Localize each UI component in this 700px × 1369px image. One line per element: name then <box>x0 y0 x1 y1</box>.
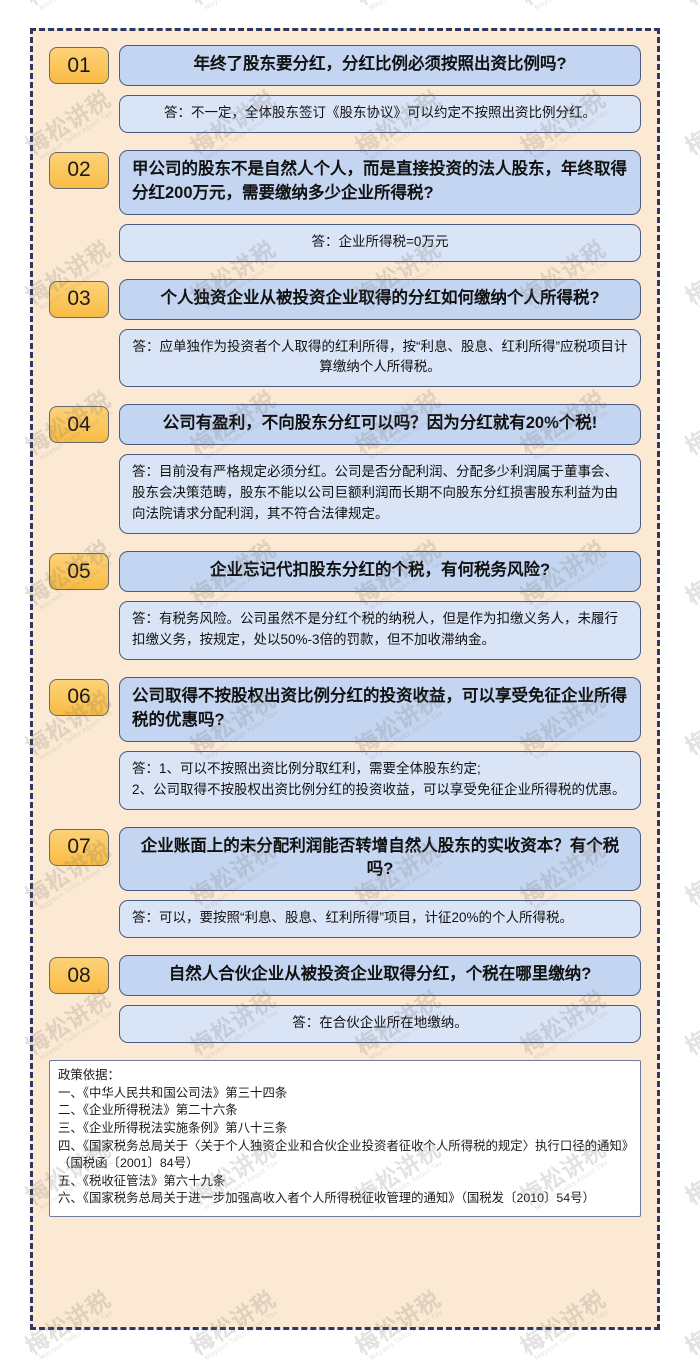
qa-block: 08 自然人合伙企业从被投资企业取得分红，个税在哪里缴纳? 答：在合伙企业所在地… <box>49 955 641 1044</box>
qa-block: 05 企业忘记代扣股东分红的个税，有何税务风险? 答：有税务风险。公司虽然不是分… <box>49 551 641 660</box>
item-number-badge: 07 <box>49 828 109 866</box>
qa-block: 02 甲公司的股东不是自然人个人，而是直接投资的法人股东，年终取得分红200万元… <box>49 149 641 262</box>
answer-box: 答：企业所得税=0万元 <box>119 223 641 262</box>
answer-box: 答：目前没有严格规定必须分红。公司是否分配利润、分配多少利润属于董事会、股东会决… <box>119 454 641 535</box>
question-box: 年终了股东要分红，分红比例必须按照出资比例吗? <box>119 45 641 86</box>
item-number-badge: 08 <box>49 957 109 995</box>
qa-block: 04 公司有盈利，不向股东分红可以吗？因为分红就有20%个税! 答：目前没有严格… <box>49 404 641 535</box>
answer-box: 答：可以，要按照“利息、股息、红利所得”项目，计征20%的个人所得税。 <box>119 900 641 939</box>
answer-box: 答：应单独作为投资者个人取得的红利所得，按“利息、股息、红利所得”应税项目计算缴… <box>119 328 641 388</box>
answer-line: 答：企业所得税=0万元 <box>311 233 449 249</box>
qa-header: 03 个人独资企业从被投资企业取得的分红如何缴纳个人所得税? <box>49 278 641 320</box>
qa-header: 04 公司有盈利，不向股东分红可以吗？因为分红就有20%个税! <box>49 404 641 446</box>
qa-block: 07 企业账面上的未分配利润能否转增自然人股东的实收资本？有个税吗? 答：可以，… <box>49 826 641 939</box>
policy-line: 一、《中华人民共和国公司法》第三十四条 <box>58 1085 288 1100</box>
answer-line: 答：有税务风险。公司虽然不是分红个税的纳税人，但是作为扣缴义务人，未履行扣缴义务… <box>132 610 618 647</box>
answer-box: 答：有税务风险。公司虽然不是分红个税的纳税人，但是作为扣缴义务人，未履行扣缴义务… <box>119 600 641 660</box>
question-box: 公司有盈利，不向股东分红可以吗？因为分红就有20%个税! <box>119 404 641 446</box>
question-box: 企业账面上的未分配利润能否转增自然人股东的实收资本？有个税吗? <box>119 826 641 892</box>
answer-line: 答：可以，要按照“利息、股息、红利所得”项目，计征20%的个人所得税。 <box>132 910 574 926</box>
item-number-badge: 01 <box>49 47 109 84</box>
policy-line: 六、《国家税务总局关于进一步加强高收入者个人所得税征收管理的通知》（国税发〔20… <box>58 1191 595 1206</box>
question-box: 个人独资企业从被投资企业取得的分红如何缴纳个人所得税? <box>119 278 641 320</box>
policy-line: 二、《企业所得税法》第二十六条 <box>58 1103 238 1118</box>
item-number-badge: 03 <box>49 280 109 318</box>
answer-line: 答：1、可以不按照出资比例分取红利，需要全体股东约定; <box>132 760 481 776</box>
item-number-badge: 02 <box>49 151 109 189</box>
answer-line: 答：目前没有严格规定必须分红。公司是否分配利润、分配多少利润属于董事会、股东会决… <box>132 464 618 522</box>
answer-line: 答：在合伙企业所在地缴纳。 <box>292 1015 468 1031</box>
qa-header: 06 公司取得不按股权出资比例分红的投资收益，可以享受免征企业所得税的优惠吗? <box>49 676 641 742</box>
policy-line: 三、《企业所得税法实施条例》第八十三条 <box>58 1120 288 1135</box>
answer-box: 答：1、可以不按照出资比例分取红利，需要全体股东约定; 2、公司取得不按股权出资… <box>119 750 641 810</box>
answer-line: 2、公司取得不按股权出资比例分红的投资收益，可以享受免征企业所得税的优惠。 <box>132 781 626 797</box>
policy-basis-box: 政策依据： 一、《中华人民共和国公司法》第三十四条 二、《企业所得税法》第二十六… <box>49 1060 641 1217</box>
answer-box: 答：在合伙企业所在地缴纳。 <box>119 1005 641 1044</box>
item-number-badge: 05 <box>49 553 109 591</box>
question-box: 公司取得不按股权出资比例分红的投资收益，可以享受免征企业所得税的优惠吗? <box>119 676 641 742</box>
poster-container: 01 年终了股东要分红，分红比例必须按照出资比例吗? 答：不一定，全体股东签订《… <box>30 28 660 1330</box>
qa-header: 02 甲公司的股东不是自然人个人，而是直接投资的法人股东，年终取得分红200万元… <box>49 149 641 215</box>
answer-line: 答：应单独作为投资者个人取得的红利所得，按“利息、股息、红利所得”应税项目计算缴… <box>132 338 628 375</box>
item-number-badge: 06 <box>49 678 109 716</box>
answer-box: 答：不一定，全体股东签订《股东协议》可以约定不按照出资比例分红。 <box>119 94 641 133</box>
question-box: 企业忘记代扣股东分红的个税，有何税务风险? <box>119 551 641 592</box>
qa-header: 07 企业账面上的未分配利润能否转增自然人股东的实收资本？有个税吗? <box>49 826 641 892</box>
question-box: 甲公司的股东不是自然人个人，而是直接投资的法人股东，年终取得分红200万元，需要… <box>119 149 641 215</box>
qa-header: 01 年终了股东要分红，分红比例必须按照出资比例吗? <box>49 45 641 86</box>
policy-title: 政策依据： <box>58 1068 120 1083</box>
qa-block: 03 个人独资企业从被投资企业取得的分红如何缴纳个人所得税? 答：应单独作为投资… <box>49 278 641 388</box>
qa-header: 08 自然人合伙企业从被投资企业取得分红，个税在哪里缴纳? <box>49 955 641 997</box>
question-box: 自然人合伙企业从被投资企业取得分红，个税在哪里缴纳? <box>119 955 641 997</box>
item-number-badge: 04 <box>49 406 109 444</box>
answer-line: 答：不一定，全体股东签订《股东协议》可以约定不按照出资比例分红。 <box>164 104 596 120</box>
policy-line: 五、《税收征管法》第六十九条 <box>58 1173 226 1188</box>
qa-header: 05 企业忘记代扣股东分红的个税，有何税务风险? <box>49 551 641 592</box>
policy-line: 四、《国家税务总局关于〈关于个人独资企业和合伙企业投资者征收个人所得税的规定〉执… <box>58 1138 628 1171</box>
poster-inner: 01 年终了股东要分红，分红比例必须按照出资比例吗? 答：不一定，全体股东签订《… <box>33 31 657 1327</box>
qa-block: 01 年终了股东要分红，分红比例必须按照出资比例吗? 答：不一定，全体股东签订《… <box>49 45 641 133</box>
qa-block: 06 公司取得不按股权出资比例分红的投资收益，可以享受免征企业所得税的优惠吗? … <box>49 676 641 810</box>
